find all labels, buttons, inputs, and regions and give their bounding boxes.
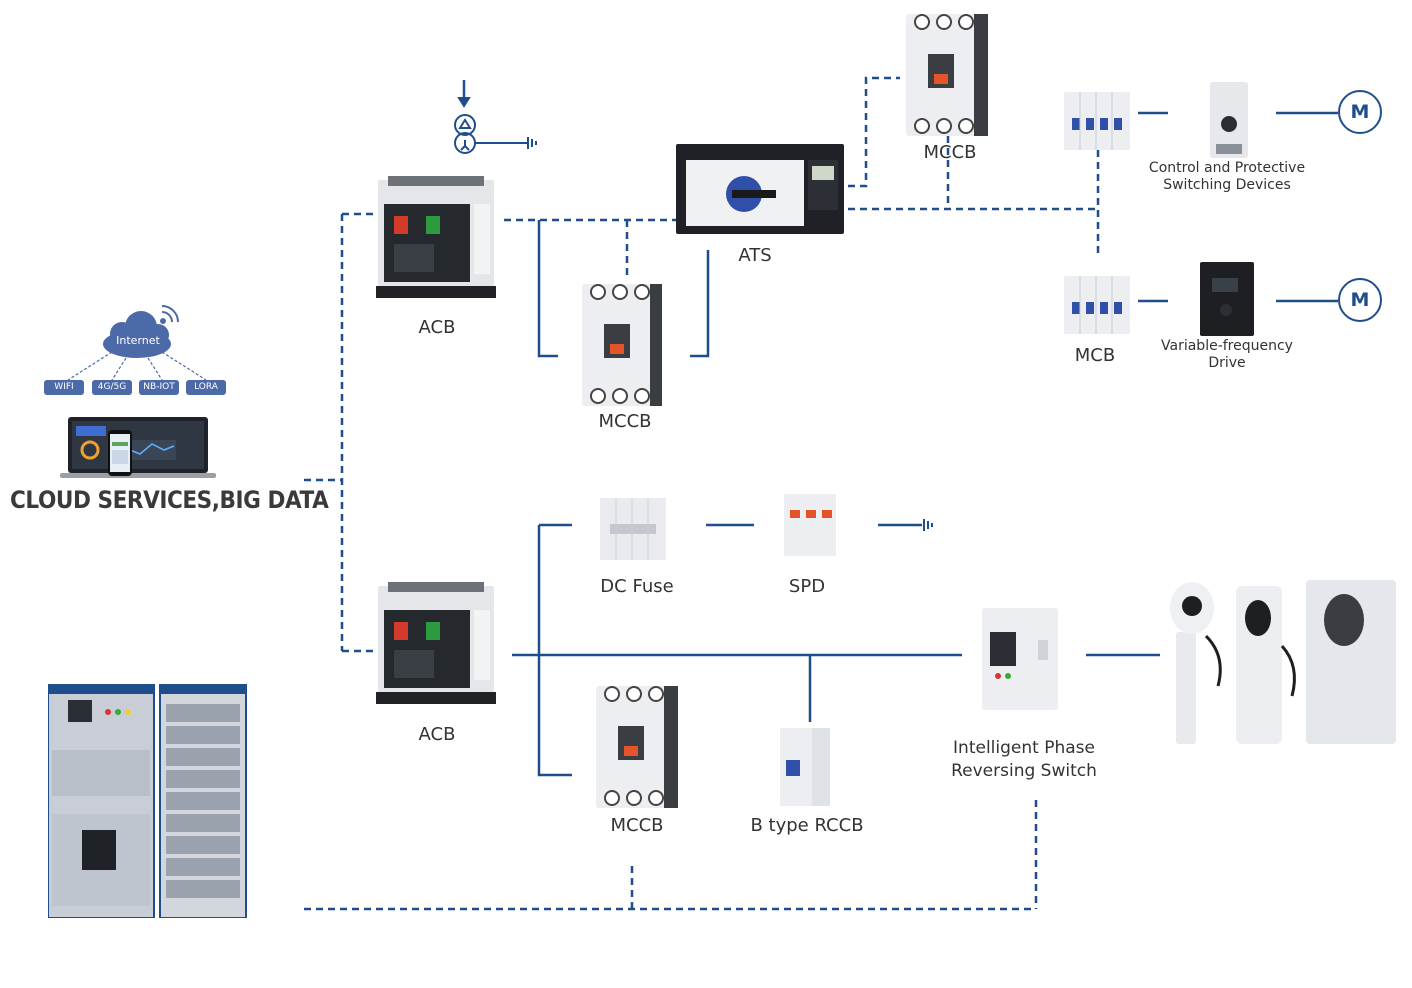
rccb-device	[780, 728, 830, 806]
ground-icon	[923, 519, 933, 531]
vfd-label: Variable-frequency Drive	[1161, 338, 1293, 371]
acb-bottom-label: ACB	[418, 724, 456, 745]
dc-fuse-label: DC Fuse	[600, 576, 674, 597]
rccb-label: B type RCCB	[750, 815, 864, 836]
internet-label: Internet	[116, 334, 160, 347]
acb-top-label: ACB	[418, 317, 456, 338]
comm-lines	[304, 76, 1100, 911]
motor-icon: M	[1338, 90, 1382, 134]
control-protective-device	[1210, 82, 1248, 158]
protocol-lora: LORA	[186, 380, 226, 395]
mccb-mid-device	[582, 284, 662, 406]
mccb-top-label: MCCB	[923, 142, 977, 163]
power-lines	[462, 80, 1338, 777]
spd-device	[784, 494, 836, 556]
ipr-switch-label: Intelligent Phase Reversing Switch	[951, 738, 1097, 781]
transformer-icon	[454, 97, 537, 154]
mccb-bottom-label: MCCB	[610, 815, 664, 836]
cloud-icon	[60, 305, 216, 478]
ats-device	[676, 144, 844, 234]
laptop-icon	[60, 417, 216, 478]
cloud-services-title: CLOUD SERVICES,BIG DATA	[10, 486, 329, 514]
acb-top-device	[376, 176, 496, 298]
acb-bottom-device	[376, 582, 496, 704]
mccb-bottom-device	[596, 686, 678, 808]
switchgear-cabinet-icon	[48, 684, 247, 918]
mcb-label: MCB	[1074, 345, 1116, 366]
smartphone-icon	[108, 430, 132, 476]
spd-label: SPD	[788, 576, 826, 597]
mccb-mid-label: MCCB	[598, 411, 652, 432]
vfd-device	[1200, 262, 1254, 336]
mccb-top-device	[906, 14, 988, 136]
protocol-wifi: WIFI	[44, 380, 84, 395]
protocol-nbiot: NB-IOT	[139, 380, 179, 395]
wifi-signal-icon	[160, 305, 179, 324]
control-protective-label: Control and Protective Switching Devices	[1148, 160, 1306, 193]
mcb-bottom-device	[1064, 276, 1130, 334]
protocol-4g5g: 4G/5G	[92, 380, 132, 395]
dc-fuse-device	[600, 498, 666, 560]
ipr-switch-device	[982, 608, 1058, 710]
motor-icon: M	[1338, 278, 1382, 322]
ev-charger-icon	[1170, 580, 1396, 744]
mcb-top-device	[1064, 92, 1130, 150]
ats-label: ATS	[738, 245, 772, 266]
